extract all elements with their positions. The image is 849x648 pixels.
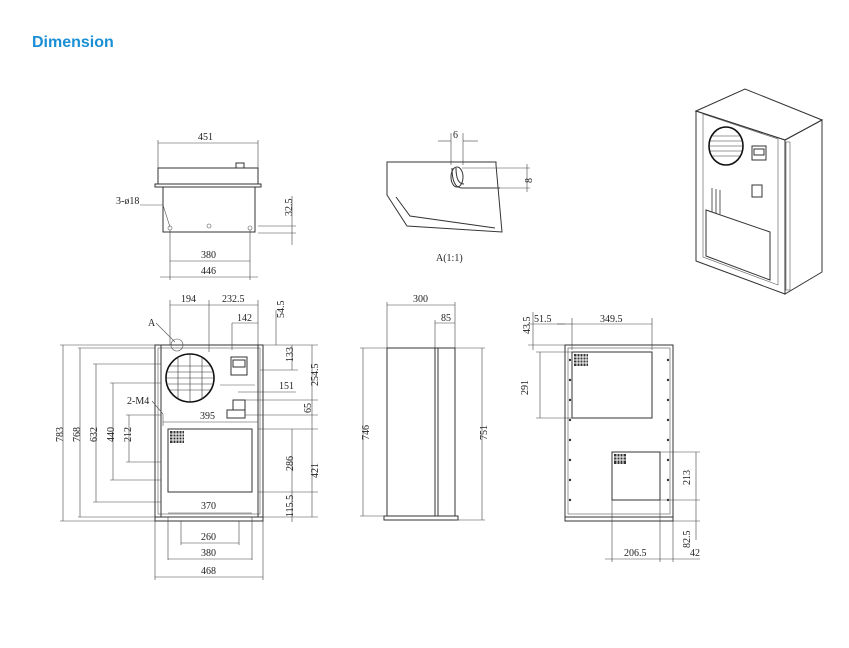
dim-751: 751 [479,425,490,440]
dim-380-front: 380 [201,548,216,559]
dim-54-5: 54.5 [276,301,287,319]
back-view: 43.5 51.5 349.5 [520,312,700,562]
dim-6: 6 [453,130,458,141]
isometric-view [694,88,824,295]
dim-151: 151 [279,381,294,392]
dim-232-5: 232.5 [222,294,245,305]
dim-85: 85 [441,313,451,324]
dim-768: 768 [72,427,83,442]
dim-421: 421 [310,463,321,478]
side-view: 300 85 746 751 [360,294,490,521]
dim-82-5: 82.5 [682,531,693,549]
dim-133: 133 [285,347,296,362]
dim-32-5: 32.5 [284,199,295,217]
label-3-holes: 3-ø18 [116,196,139,207]
dim-370: 370 [201,501,216,512]
top-view: 451 3-ø18 32.5 380 446 [116,132,296,280]
dim-213: 213 [682,470,693,485]
dim-446: 446 [201,266,216,277]
front-view: 194 232.5 142 A 151 [55,294,321,580]
dim-300: 300 [413,294,428,305]
dim-115-5: 115.5 [285,495,296,517]
dim-260: 260 [201,532,216,543]
dim-212: 212 [123,427,134,442]
dim-142: 142 [237,313,252,324]
dim-632: 632 [89,427,100,442]
dim-65: 65 [303,403,314,413]
dim-395: 395 [200,411,215,422]
dim-746: 746 [361,425,372,440]
detail-a-caption: A(1:1) [436,253,463,264]
dim-254-5: 254.5 [310,364,321,387]
dim-286: 286 [285,456,296,471]
dim-42: 42 [690,548,700,559]
dim-468: 468 [201,566,216,577]
page-title: Dimension [32,34,114,51]
dim-206-5: 206.5 [624,548,647,559]
dim-440: 440 [106,427,117,442]
dim-43-5: 43.5 [522,317,533,335]
dim-291: 291 [520,380,531,395]
dim-451: 451 [198,132,213,143]
detail-a-view: 6 8 A(1:1) [386,130,535,264]
dim-349-5: 349.5 [600,314,623,325]
dim-51-5: 51.5 [534,314,552,325]
dim-783: 783 [55,427,66,442]
label-a: A [148,318,156,329]
dim-8: 8 [524,178,535,183]
dim-194: 194 [181,294,196,305]
dim-380-top: 380 [201,250,216,261]
label-2-m4: 2-M4 [127,396,149,407]
